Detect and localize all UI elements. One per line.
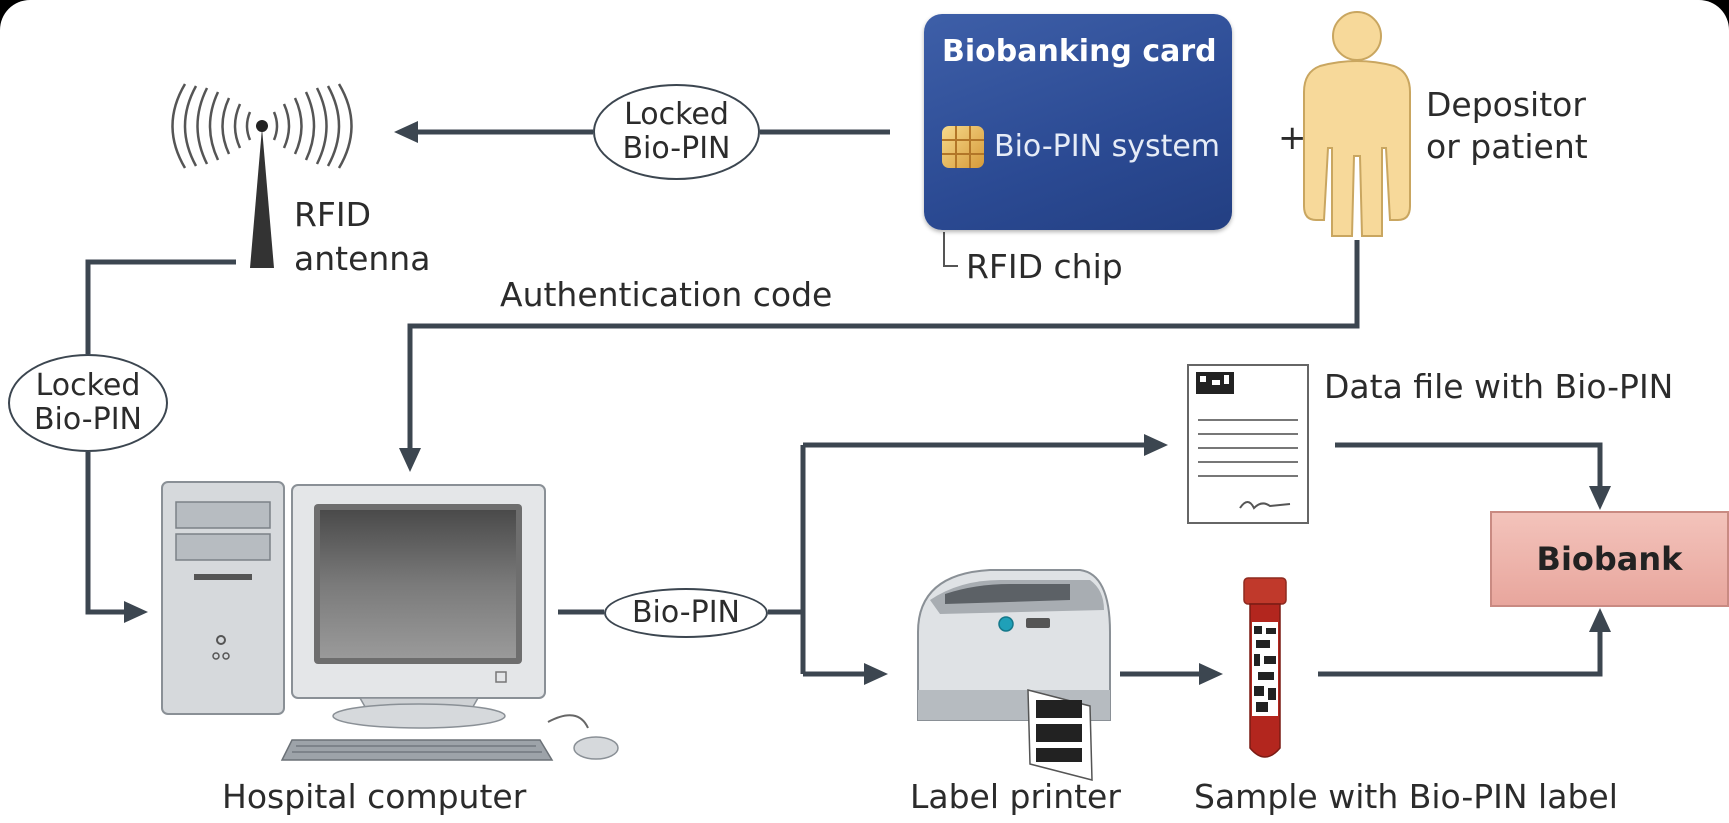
rfid-antenna-icon (171, 83, 353, 268)
data-file-label: Data file with Bio-PIN (1324, 367, 1674, 406)
person-icon (1303, 11, 1411, 237)
arrowhead-to-computer (124, 601, 148, 623)
card-title: Biobanking card (942, 34, 1217, 69)
rfid-antenna-label-line2: antenna (294, 239, 431, 278)
locked-biopin-oval-left: Locked Bio-PIN (8, 354, 168, 452)
oval-left-line2: Bio-PIN (33, 402, 143, 437)
sample-label: Sample with Bio-PIN label (1194, 777, 1618, 816)
card-chip-icon (942, 126, 984, 168)
locked-biopin-oval-top: Locked Bio-PIN (593, 84, 760, 180)
sample-tube-icon (1243, 577, 1287, 758)
arrowhead-to-data-file (1144, 434, 1168, 456)
hospital-computer-label: Hospital computer (222, 777, 527, 816)
arrowhead-to-printer (864, 663, 888, 685)
depositor-label-line2: or patient (1426, 127, 1588, 166)
connector-file-to-biobank (1335, 442, 1603, 492)
arrowhead-auth-to-computer (399, 448, 421, 472)
oval-left-line1: Locked (35, 367, 141, 403)
hospital-computer-icon (161, 481, 619, 761)
rfid-chip-label: RFID chip (966, 247, 1123, 286)
arrowhead-to-tube (1199, 663, 1223, 685)
oval-top-line2: Bio-PIN (622, 131, 731, 166)
rfid-chip-pointer (943, 232, 958, 267)
biobank-box: Biobank (1490, 511, 1729, 607)
data-file-icon (1187, 364, 1309, 524)
arrowhead-to-antenna (394, 121, 418, 143)
depositor-label-line1: Depositor (1426, 85, 1586, 124)
oval-top-line1: Locked (624, 96, 729, 132)
card-system-label: Bio-PIN system (994, 129, 1221, 164)
connector-tube-to-biobank (1318, 626, 1603, 677)
arrowheads (124, 121, 1611, 685)
label-printer-icon (917, 569, 1111, 781)
authentication-code-label: Authentication code (500, 275, 833, 314)
plus-sign: + (1278, 118, 1307, 158)
connector-auth-code (407, 240, 1360, 454)
biopin-oval: Bio-PIN (604, 588, 768, 638)
connectors (85, 129, 1603, 677)
rfid-antenna-label-line1: RFID (294, 195, 372, 234)
connector-to-computer (85, 452, 130, 615)
label-printer-label: Label printer (910, 777, 1121, 816)
oval-biopin-label: Bio-PIN (631, 594, 741, 630)
arrowhead-tube-to-biobank (1589, 608, 1611, 632)
arrowhead-file-to-biobank (1589, 486, 1611, 510)
connector-antenna-down (85, 259, 236, 354)
biobanking-card: Biobanking card Bio-PIN system (924, 14, 1232, 230)
biobank-label: Biobank (1536, 540, 1683, 578)
